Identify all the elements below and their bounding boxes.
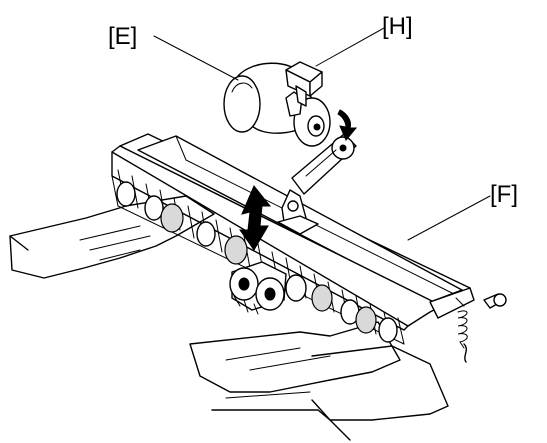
tension-spring xyxy=(455,297,468,363)
gear-assembly xyxy=(229,261,287,315)
label-h: [H] xyxy=(382,13,413,40)
rotation-arrow-icon xyxy=(337,109,358,141)
label-e: [E] xyxy=(108,23,137,50)
paper-sheets xyxy=(9,195,449,441)
up-down-arrow-icon xyxy=(239,185,272,251)
leader-lines xyxy=(153,27,491,241)
label-f: [F] xyxy=(490,181,518,208)
link-arm xyxy=(277,133,357,235)
motor xyxy=(223,62,331,147)
sensor xyxy=(285,61,323,107)
feed-rollers xyxy=(116,181,398,343)
